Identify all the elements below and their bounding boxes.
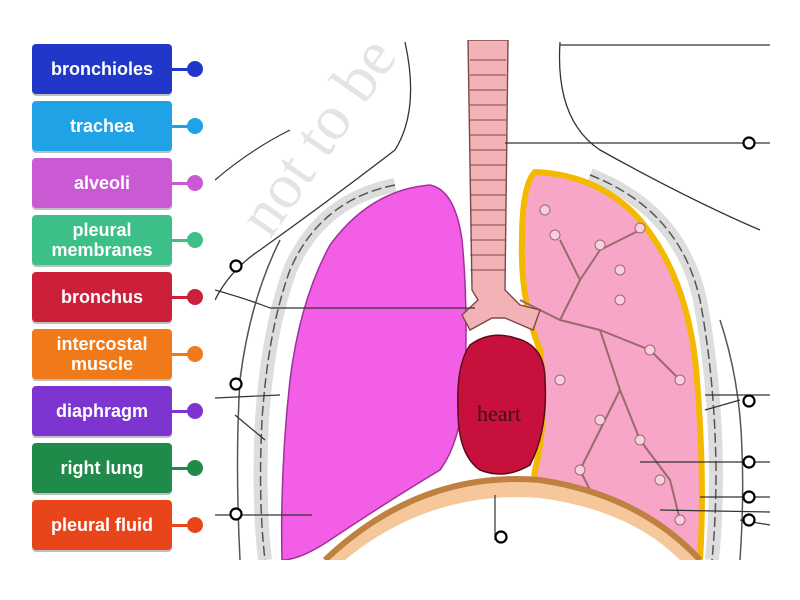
label-intercostal-muscle[interactable]: intercostal muscle	[32, 329, 203, 379]
lung-diagram-svg: not to be	[215, 40, 770, 560]
label-handle-dot[interactable]	[187, 232, 203, 248]
drop-target-pin[interactable]	[742, 490, 756, 504]
label-connector	[172, 68, 190, 71]
rib-cage-right	[587, 168, 744, 560]
drop-target-pin[interactable]	[494, 530, 508, 544]
label-diaphragm[interactable]: diaphragm	[32, 386, 203, 436]
label-text: pleural fluid	[50, 515, 153, 535]
label-text: trachea	[69, 116, 135, 136]
label-connector	[172, 353, 190, 356]
abdomen-fill	[345, 497, 680, 560]
label-pleural-fluid[interactable]: pleural fluid	[32, 500, 203, 550]
drop-target-pin[interactable]	[229, 377, 243, 391]
label-handle-dot[interactable]	[187, 61, 203, 77]
label-right-lung[interactable]: right lung	[32, 443, 203, 493]
label-text: pleural membranes	[51, 220, 153, 260]
label-handle-dot[interactable]	[187, 175, 203, 191]
label-handle-dot[interactable]	[187, 346, 203, 362]
drop-target-pin[interactable]	[229, 259, 243, 273]
label-connector	[172, 410, 190, 413]
lung-diagram: not to be	[215, 40, 770, 560]
label-connector	[172, 467, 190, 470]
right-lung-shape	[280, 184, 467, 560]
drop-target-pin[interactable]	[742, 455, 756, 469]
label-pleural-membranes[interactable]: pleural membranes	[32, 215, 203, 265]
label-trachea[interactable]: trachea	[32, 101, 203, 151]
body-outline-right	[558, 41, 761, 231]
label-text: right lung	[60, 458, 144, 478]
label-text: bronchioles	[50, 59, 153, 79]
label-text: intercostal muscle	[56, 334, 148, 374]
heart-label: heart	[477, 401, 521, 426]
drop-target-pin[interactable]	[742, 394, 756, 408]
pointer-lines	[215, 142, 770, 540]
alveoli-clusters	[539, 204, 686, 526]
label-text: diaphragm	[55, 401, 148, 421]
drop-target-pin[interactable]	[742, 136, 756, 150]
label-text: alveoli	[73, 173, 131, 193]
label-connector	[172, 182, 190, 185]
heart-shape: heart	[457, 334, 547, 475]
label-handle-dot[interactable]	[187, 403, 203, 419]
drop-target-pin[interactable]	[742, 513, 756, 527]
label-handle-dot[interactable]	[187, 460, 203, 476]
trachea-shape	[461, 40, 541, 331]
label-handle-dot[interactable]	[187, 118, 203, 134]
label-bronchus[interactable]: bronchus	[32, 272, 203, 322]
label-connector	[172, 239, 190, 242]
drop-target-pin[interactable]	[229, 507, 243, 521]
shoulder-line	[215, 129, 291, 181]
label-handle-dot[interactable]	[187, 289, 203, 305]
label-alveoli[interactable]: alveoli	[32, 158, 203, 208]
label-handle-dot[interactable]	[187, 517, 203, 533]
label-text: bronchus	[60, 287, 143, 307]
label-connector	[172, 524, 190, 527]
label-connector	[172, 125, 190, 128]
label-connector	[172, 296, 190, 299]
label-bronchioles[interactable]: bronchioles	[32, 44, 203, 94]
